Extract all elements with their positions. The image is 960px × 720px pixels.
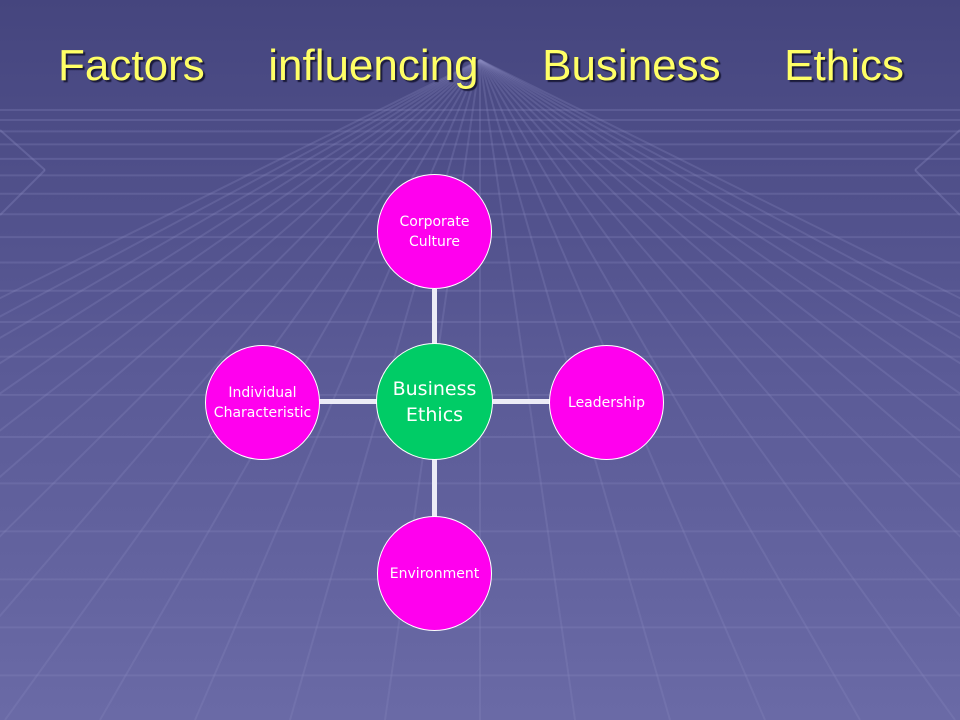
node-individual-characteristic: Individual Characteristic [205, 345, 320, 460]
title-word: Business [542, 41, 721, 90]
node-corporate-culture: Corporate Culture [377, 174, 492, 289]
node-label: Business Ethics [392, 377, 477, 426]
connector-left [319, 399, 377, 404]
node-label: Leadership [568, 394, 645, 411]
node-label: Individual Characteristic [213, 384, 312, 421]
node-label: Environment [389, 565, 480, 582]
slide-title: Factors influencing Business Ethics [58, 38, 904, 94]
node-leadership: Leadership [549, 345, 664, 460]
connector-top [432, 289, 437, 347]
node-business-ethics: Business Ethics [376, 343, 493, 460]
node-label: Corporate Culture [399, 213, 470, 250]
node-environment: Environment [377, 516, 492, 631]
connector-right [493, 399, 551, 404]
title-word: influencing [268, 41, 479, 90]
title-word: Ethics [784, 41, 904, 90]
title-word: Factors [58, 41, 205, 90]
connector-bottom [432, 459, 437, 517]
